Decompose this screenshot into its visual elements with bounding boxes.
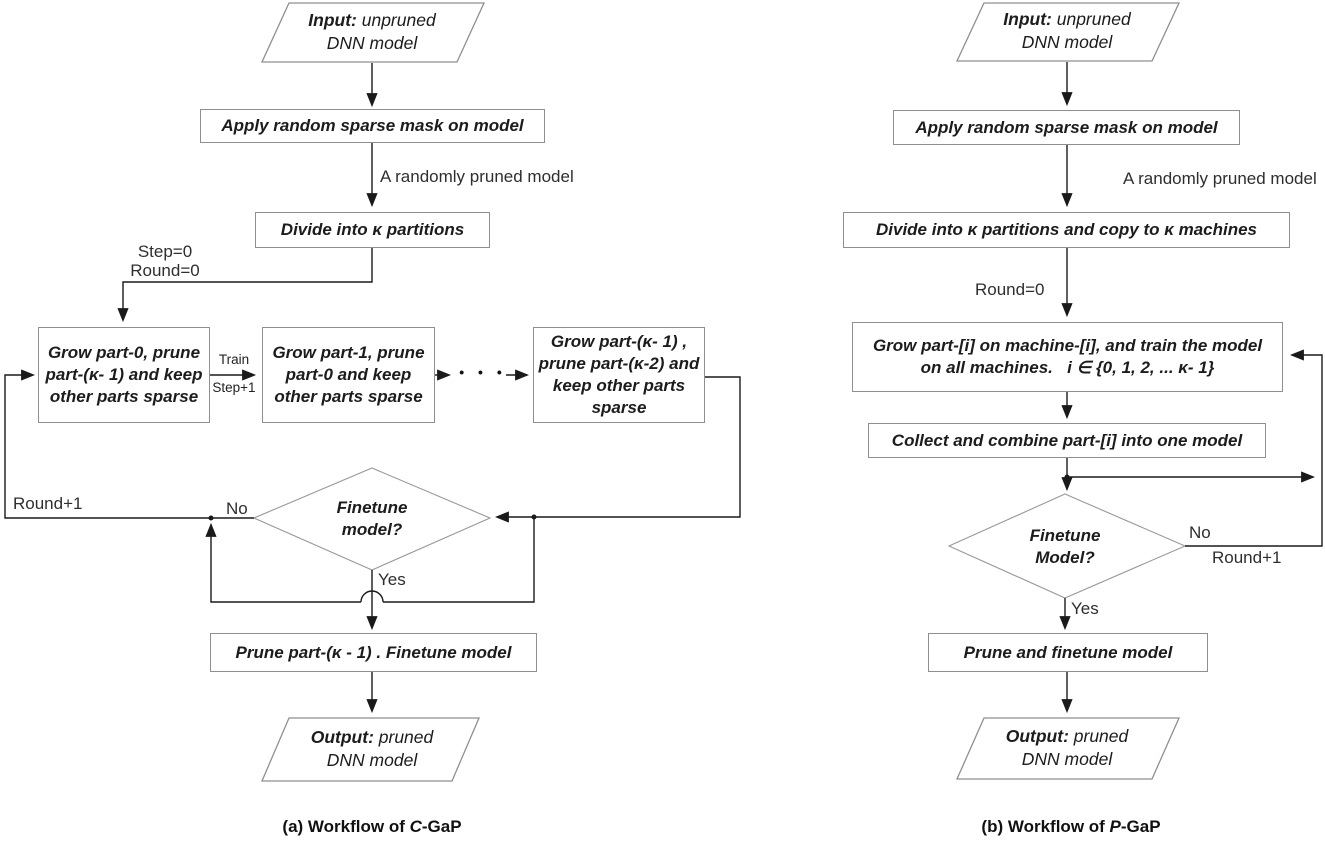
node-divide-right: Divide into κ partitions and copy to κ m… xyxy=(843,212,1290,248)
ellipsis-dots: • • • xyxy=(459,364,507,380)
output-rest-right: pruned DNN model xyxy=(1021,726,1129,769)
node-grow-partk: Grow part-(κ- 1) , prune part-(κ-2) and … xyxy=(533,327,705,423)
decision-finetune-right: Finetune Model? xyxy=(1029,526,1101,567)
label-step-plus-1: Step+1 xyxy=(212,380,256,395)
node-prune-finetune-left: Prune part-(κ - 1) . Finetune model xyxy=(210,633,537,672)
arrow-no-loop-right xyxy=(1185,349,1323,547)
connectors-right xyxy=(1059,62,1323,714)
label-no-right: No xyxy=(1189,523,1211,542)
label-randomly-pruned-right: A randomly pruned model xyxy=(1123,169,1317,188)
input-lead-left: Input: xyxy=(308,10,357,30)
node-output-left: Output: pruned DNN model xyxy=(292,722,452,776)
label-round0-left: Round=0 xyxy=(130,261,200,280)
input-parallelogram-right xyxy=(955,2,1181,62)
node-input-right: Input: unpruned DNN model xyxy=(982,5,1152,57)
label-no-left: No xyxy=(226,499,248,518)
label-round-plus-left: Round+1 xyxy=(13,494,83,513)
connectors-left xyxy=(4,63,741,714)
node-grow-part1: Grow part-1, prune part-0 and keep other… xyxy=(262,327,435,423)
node-input-left: Input: unpruned DNN model xyxy=(287,6,457,58)
junction-dot-left-1 xyxy=(531,514,537,520)
label-yes-right: Yes xyxy=(1071,599,1099,618)
junction-dot-left-2 xyxy=(208,515,214,521)
label-yes-left: Yes xyxy=(378,570,406,589)
node-grow-machines: Grow part-[i] on machine-[i], and train … xyxy=(852,322,1283,392)
label-step0: Step=0 xyxy=(137,242,193,261)
node-divide-left: Divide into κ partitions xyxy=(255,212,490,248)
label-round0-right: Round=0 xyxy=(975,280,1045,299)
input-rest-left: unpruned DNN model xyxy=(326,10,436,53)
decision-finetune-left: Finetune model? xyxy=(336,498,408,539)
arrow-loop-bottom-up xyxy=(205,522,361,603)
output-parallelogram-left xyxy=(261,717,480,782)
caption-right-name: P xyxy=(1109,817,1121,836)
node-apply-mask-right: Apply random sparse mask on model xyxy=(893,110,1240,145)
line-growk-down-left xyxy=(534,376,741,518)
output-rest-left: pruned DNN model xyxy=(326,727,434,770)
input-rest-right: unpruned DNN model xyxy=(1021,9,1131,52)
node-apply-mask-left: Apply random sparse mask on model xyxy=(200,109,545,143)
output-parallelogram-right xyxy=(956,717,1180,780)
input-parallelogram-left xyxy=(260,2,486,63)
caption-right: (b) Workflow of P-GaP xyxy=(911,817,1231,837)
arrow-divide-to-grow0 xyxy=(117,248,373,323)
output-lead-right: Output: xyxy=(1005,726,1069,746)
caption-left: (a) Workflow of C-GaP xyxy=(212,817,532,837)
junction-dot-right xyxy=(1064,474,1070,480)
input-lead-right: Input: xyxy=(1003,9,1052,29)
node-grow-part0: Grow part-0, prune part-(κ- 1) and keep … xyxy=(38,327,210,423)
caption-right-post: -GaP xyxy=(1120,817,1161,836)
grow-machines-line2: on all machines. i ∈ {0, 1, 2, ... κ- 1} xyxy=(920,358,1215,377)
caption-left-post: -GaP xyxy=(421,817,462,836)
caption-right-pre: (b) Workflow of xyxy=(981,817,1110,836)
grow-machines-line1: Grow part-[i] on machine-[i], and train … xyxy=(872,336,1263,355)
output-lead-left: Output: xyxy=(310,727,374,747)
node-collect-combine: Collect and combine part-[i] into one mo… xyxy=(868,423,1266,458)
line-loop-bottom-right-part xyxy=(383,517,535,603)
caption-left-name: C xyxy=(409,817,422,836)
node-output-right: Output: pruned DNN model xyxy=(987,722,1147,774)
label-randomly-pruned-left: A randomly pruned model xyxy=(380,167,574,186)
caption-left-pre: (a) Workflow of xyxy=(282,817,410,836)
label-round-plus-right: Round+1 xyxy=(1212,548,1282,567)
label-train: Train xyxy=(218,352,250,367)
node-prune-finetune-right: Prune and finetune model xyxy=(928,633,1208,672)
arrow-no-loop-left xyxy=(4,369,254,519)
